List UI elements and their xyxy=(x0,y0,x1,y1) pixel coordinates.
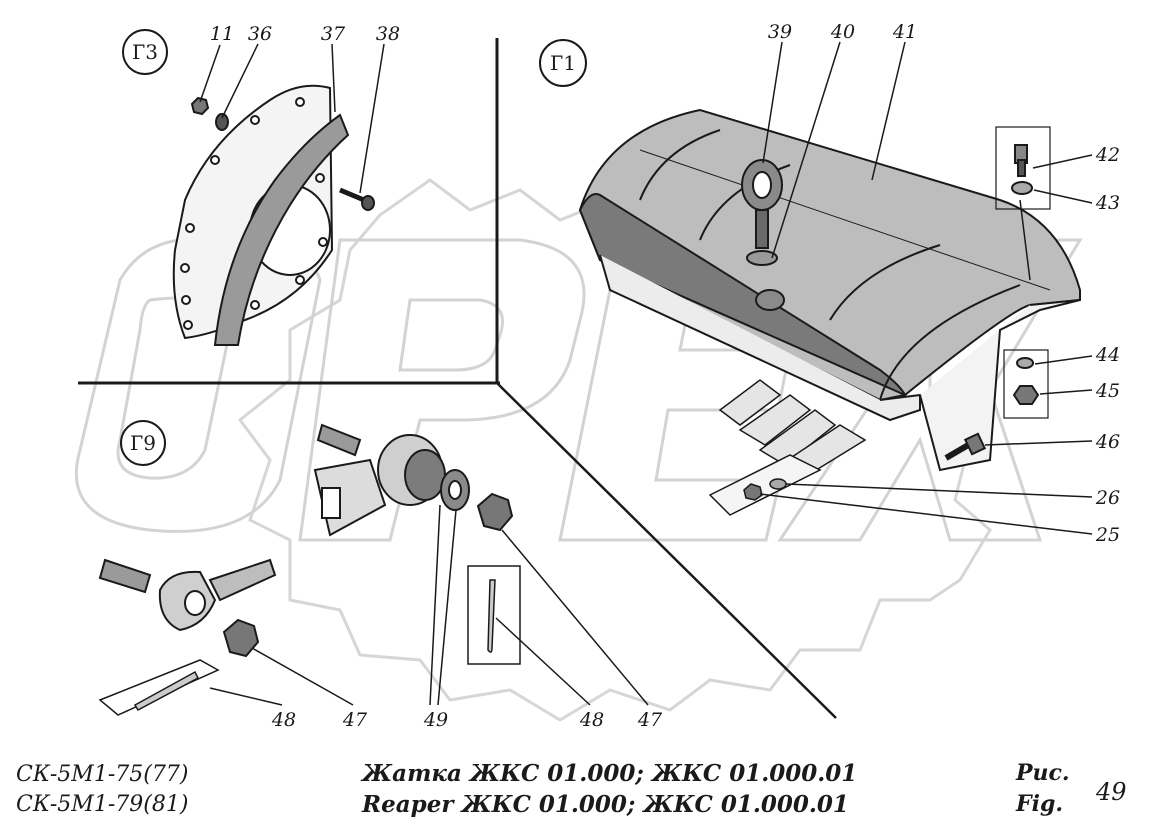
section-g3-label: Г3 xyxy=(132,40,158,64)
part-label-40: 40 xyxy=(830,21,855,43)
fig-label-english: Fig. xyxy=(1016,791,1064,817)
section-g3-circle xyxy=(122,29,168,75)
part-label-43: 43 xyxy=(1095,192,1120,214)
g9-castle-nut-part xyxy=(222,492,514,658)
part-label-38: 38 xyxy=(376,23,400,45)
g9-pin-part xyxy=(98,423,362,594)
part-label-41: 41 xyxy=(892,21,917,43)
g1-bolt-46-part xyxy=(944,432,987,461)
section-g9-label: Г9 xyxy=(130,431,156,455)
section-g9-circle xyxy=(120,420,166,466)
part-label-46: 46 xyxy=(1095,431,1120,453)
part-label-48-right: 48 xyxy=(579,709,604,731)
title-russian: Жатка ЖКС 01.000; ЖКС 01.000.01 xyxy=(362,760,858,787)
g3-nut-washer-part xyxy=(190,96,229,131)
part-label-37: 37 xyxy=(321,23,346,45)
part-label-39: 39 xyxy=(768,21,792,43)
g9-cotter-pin-part xyxy=(98,565,521,716)
g1-bolt-washer-part xyxy=(995,126,1051,210)
title-english: Reaper ЖКС 01.000; ЖКС 01.000.01 xyxy=(362,791,849,818)
g3-leaders xyxy=(199,43,385,194)
g1-knife-sections-part xyxy=(708,379,867,516)
g9-leaders xyxy=(209,504,649,706)
part-label-26: 26 xyxy=(1095,487,1120,509)
part-label-48-left: 48 xyxy=(271,709,296,731)
g9-knife-head-part xyxy=(313,434,470,537)
g3-plate-part xyxy=(172,84,350,346)
part-label-11: 11 xyxy=(210,23,234,45)
part-label-47-right: 47 xyxy=(637,709,663,731)
g9-lower-head-part xyxy=(158,558,277,632)
figure-number: 49 xyxy=(1096,778,1127,806)
g1-guard-housing-part xyxy=(578,108,1081,472)
fig-label-russian: Рис. xyxy=(1016,760,1070,786)
part-label-47-left: 47 xyxy=(342,709,368,731)
part-label-45: 45 xyxy=(1095,380,1120,402)
section-g1-label: Г1 xyxy=(550,51,576,75)
model-line-2: СК-5М1-79(81) xyxy=(16,792,189,817)
part-label-25: 25 xyxy=(1095,524,1120,546)
g1-nut-washer-part xyxy=(1003,349,1049,419)
part-label-42: 42 xyxy=(1095,144,1120,166)
part-label-49: 49 xyxy=(423,709,448,731)
section-dividers xyxy=(78,38,837,719)
g3-bolt-part xyxy=(339,187,375,211)
g1-leaders xyxy=(759,41,1093,535)
model-line-1: СК-5М1-75(77) xyxy=(16,762,189,787)
section-g1-circle xyxy=(539,39,587,87)
part-label-36: 36 xyxy=(248,23,272,45)
part-label-44: 44 xyxy=(1095,344,1120,366)
g1-eye-bolt-part xyxy=(741,159,783,266)
